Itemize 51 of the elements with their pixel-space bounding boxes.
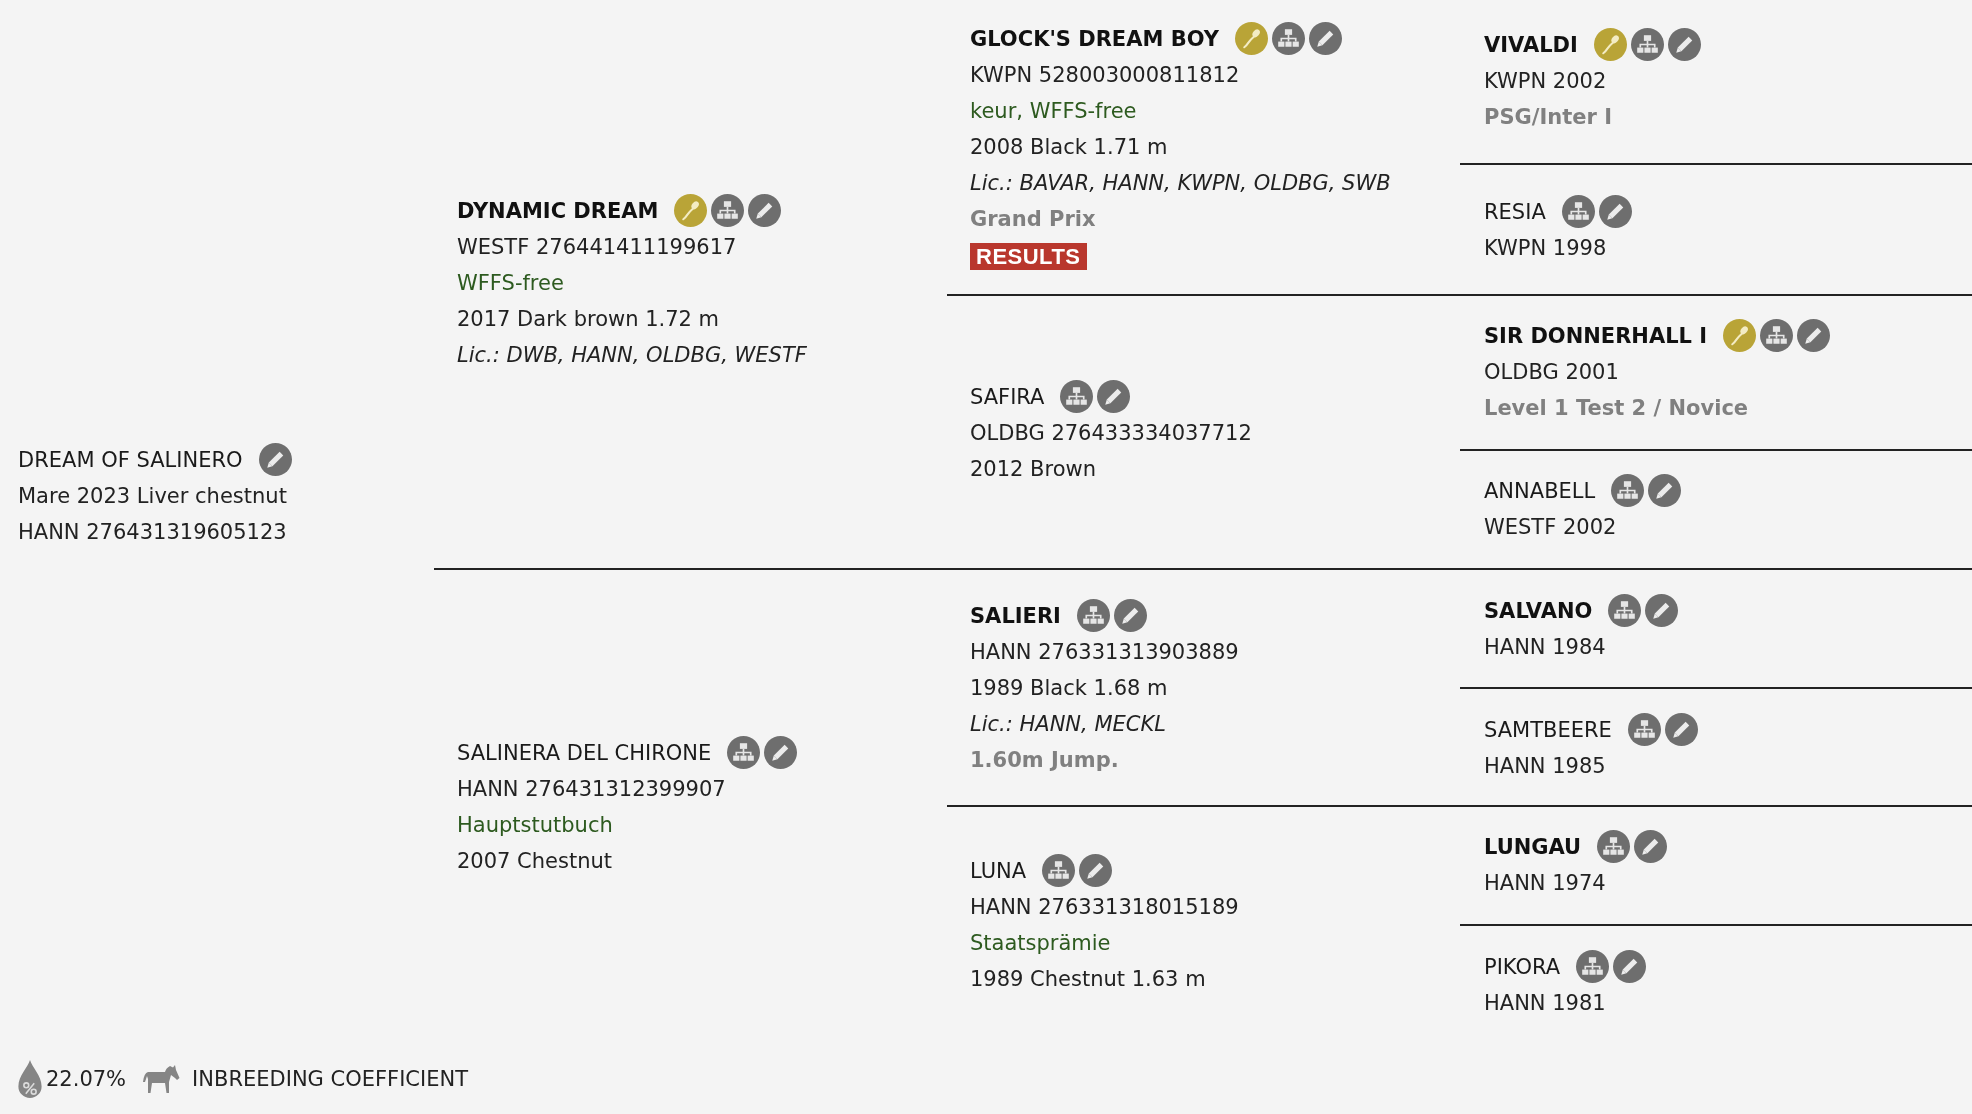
performance-level: Grand Prix <box>970 206 1096 233</box>
inbreeding-value: 22.07% <box>46 1066 127 1093</box>
licensing-text: Lic.: BAVAR, HANN, KWPN, OLDBG, SWB <box>970 170 1391 197</box>
birth-details: 2007 Chestnut <box>457 848 613 875</box>
horse-name: DYNAMIC DREAM <box>457 197 659 225</box>
registration-number: HANN 1974 <box>1484 870 1606 897</box>
licensing-text: Lic.: DWB, HANN, OLDBG, WESTF <box>457 342 807 369</box>
breeding-status: Hauptstutbuch <box>457 812 613 839</box>
performance-level: 1.60m Jump. <box>970 747 1119 774</box>
horse-name: ANNABELL <box>1484 477 1596 505</box>
horse-name: LUNA <box>970 857 1027 885</box>
horse-name: SIR DONNERHALL I <box>1484 322 1708 350</box>
registration-number: KWPN 1998 <box>1484 235 1607 262</box>
registration-number: HANN 276431312399907 <box>457 776 726 803</box>
birth-details: Mare 2023 Liver chestnut <box>18 483 287 510</box>
birth-details: 2008 Black 1.71 m <box>970 134 1168 161</box>
registration-number: HANN 276331318015189 <box>970 894 1239 921</box>
birth-details: 1989 Chestnut 1.63 m <box>970 966 1206 993</box>
performance-level: Level 1 Test 2 / Novice <box>1484 395 1749 422</box>
registration-number: WESTF 2002 <box>1484 514 1617 541</box>
horse-name: RESIA <box>1484 198 1546 226</box>
birth-details: 2017 Dark brown 1.72 m <box>457 306 720 333</box>
inbreeding-label: INBREEDING COEFFICIENT <box>192 1066 468 1093</box>
registration-number: HANN 276331313903889 <box>970 639 1239 666</box>
performance-level: PSG/Inter I <box>1484 104 1612 131</box>
birth-details: 2012 Brown <box>970 456 1097 483</box>
birth-details: 1989 Black 1.68 m <box>970 675 1168 702</box>
registration-number: OLDBG 276433334037712 <box>970 420 1252 447</box>
registration-number: HANN 1981 <box>1484 990 1606 1017</box>
horse-name: SALIERI <box>970 602 1061 630</box>
registration-number: OLDBG 2001 <box>1484 359 1619 386</box>
breeding-status: WFFS-free <box>457 270 564 297</box>
horse-name: SAMTBEERE <box>1484 716 1612 744</box>
horse-name: VIVALDI <box>1484 31 1578 59</box>
registration-number: KWPN 528003000811812 <box>970 62 1240 89</box>
results-button: RESULTS <box>970 243 1087 270</box>
registration-number: HANN 276431319605123 <box>18 519 287 546</box>
breeding-status: Staatsprämie <box>970 930 1111 957</box>
registration-number: WESTF 276441411199617 <box>457 234 737 261</box>
registration-number: KWPN 2002 <box>1484 68 1607 95</box>
horse-name: SALVANO <box>1484 597 1593 625</box>
horse-name: SALINERA DEL CHIRONE <box>457 739 712 767</box>
licensing-text: Lic.: HANN, MECKL <box>970 711 1166 738</box>
horse-name: GLOCK'S DREAM BOY <box>970 25 1219 53</box>
horse-name: SAFIRA <box>970 383 1045 411</box>
horse-name: LUNGAU <box>1484 833 1582 861</box>
registration-number: HANN 1985 <box>1484 753 1606 780</box>
horse-name: PIKORA <box>1484 953 1561 981</box>
horse-name: DREAM OF SALINERO <box>18 446 243 474</box>
breeding-status: keur, WFFS-free <box>970 98 1137 125</box>
registration-number: HANN 1984 <box>1484 634 1606 661</box>
